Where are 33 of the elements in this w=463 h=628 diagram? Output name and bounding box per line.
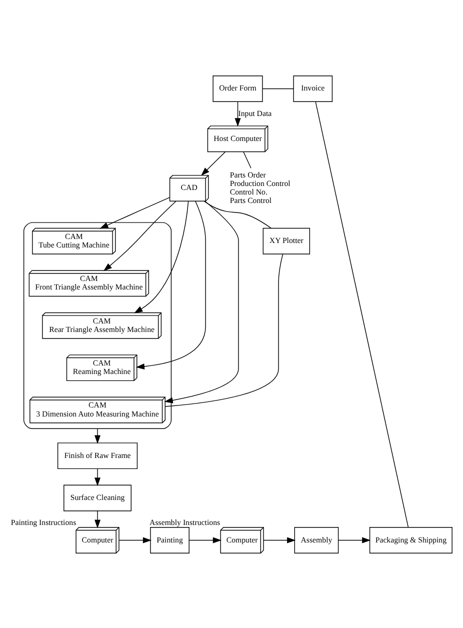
- node-box: Finish of Raw Frame: [57, 442, 138, 469]
- node-box: Packaging & Shipping: [369, 526, 452, 553]
- arrow: [234, 100, 241, 126]
- arrow: [338, 536, 371, 543]
- node-box: Assembly: [294, 526, 339, 553]
- arrow: [100, 196, 170, 228]
- arrow: [118, 536, 152, 543]
- arrow: [263, 536, 296, 543]
- label: Parts Control: [230, 196, 272, 205]
- arrow: [188, 536, 222, 543]
- connector: [262, 88, 294, 89]
- connector: [164, 253, 284, 406]
- node-box: XY Plotter: [262, 227, 310, 254]
- label: Parts Order: [230, 170, 266, 179]
- arrow: [94, 510, 101, 528]
- node-box: Invoice: [293, 75, 333, 102]
- arrow: [200, 151, 226, 176]
- label: Control No.: [230, 187, 268, 196]
- arrow: [94, 468, 101, 486]
- arrow: [164, 200, 239, 403]
- arrow: [94, 428, 101, 444]
- node-box: Painting: [150, 526, 190, 553]
- node-box: Surface Cleaning: [64, 484, 132, 511]
- arrow: [103, 200, 176, 271]
- node-label: Assembly Instructions: [150, 518, 220, 527]
- connector: [315, 100, 409, 528]
- arrow: [134, 200, 189, 313]
- connector: [204, 200, 272, 228]
- edge-label: Input Data: [238, 108, 272, 118]
- node-label: Painting Instructions: [10, 518, 76, 527]
- label: Production Control: [230, 178, 290, 188]
- node-box: Order Form: [212, 75, 263, 102]
- arrow: [136, 200, 206, 369]
